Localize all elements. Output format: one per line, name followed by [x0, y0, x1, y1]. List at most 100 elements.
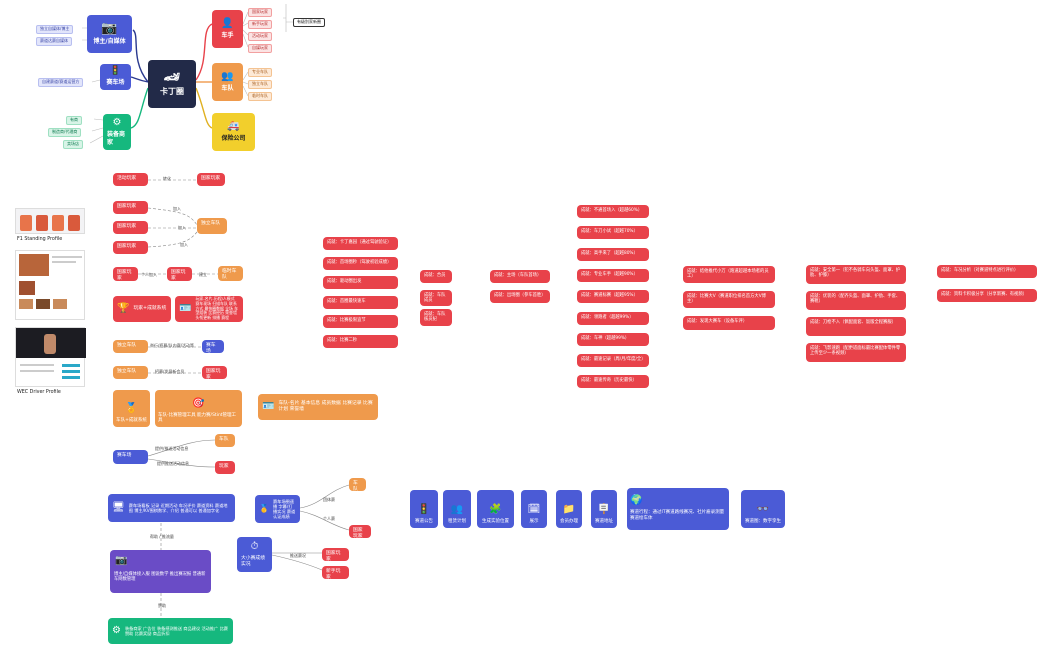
mid4-achievement-7[interactable]: 成就：车神（超越99%）: [577, 332, 649, 346]
feature-tile-7[interactable]: 🌍赛道行程：通过IT赛道路线赛况、社片雇录测量赛道绘车体: [627, 488, 729, 530]
feature-icon-3: 🧩: [489, 504, 502, 516]
feature-icon-8: 👓: [756, 504, 770, 516]
camera-icon: 📷: [101, 21, 118, 37]
mid4-achievement-2[interactable]: 成就：车刀小试（超越70%）: [577, 226, 649, 240]
mid4-achievement-8[interactable]: 成就：最速记录（周/月/年度/全）: [577, 354, 649, 368]
temp-team[interactable]: 临时车队: [218, 266, 243, 281]
feature-tile-8[interactable]: 👓赛道图：数字孪生: [741, 490, 785, 528]
equipment-card-text: 装备商家 广告位 装备感测推送 商品建议 活动推广 比赛赞助 比赛奖励 商品折扣: [124, 625, 228, 636]
creator-item-1[interactable]: 独立自媒体/博主: [36, 25, 74, 34]
feature-label-2: 租赁计划: [448, 519, 466, 525]
equipment-card[interactable]: ⚙ 装备商家 广告位 装备感测推送 商品建议 活动推广 比赛赞助 比赛奖励 商品…: [108, 618, 233, 644]
equipment-item-2[interactable]: 制造商/代理商: [48, 128, 82, 137]
mid1-achievement-1[interactable]: 成就：卡丁嘉园（通过驾驶验证）: [323, 237, 398, 250]
track-target-driver[interactable]: 玩家: [215, 461, 235, 474]
thumb-driver-card[interactable]: [15, 250, 85, 320]
mid4-achievement-3[interactable]: 成就：高手来了（超越80%）: [577, 247, 649, 261]
creator-node[interactable]: 📷 博主/自媒体: [87, 15, 132, 53]
mid1-achievement-2[interactable]: 成就：首场圈秒（驾驶初验成绩）: [323, 256, 398, 270]
mid6-achievement-1[interactable]: 成就：安全第一（犯不各骑车向头盔、面罩、护肋、护膝）: [806, 265, 906, 284]
driver-item-1[interactable]: 国家玩家: [248, 8, 272, 17]
mid1-achievement-3[interactable]: 成就：驱动圈出发: [323, 276, 398, 289]
feature-tile-5[interactable]: 📁会员办理: [556, 490, 582, 528]
mid1-achievement-4[interactable]: 成就：首圈最快速车: [323, 295, 398, 309]
big-event-target-2[interactable]: 新手玩家: [322, 566, 349, 579]
mid6-achievement-2[interactable]: 成就：优装的（配齐头盔、面罩、护肋、手套、赛靴）: [806, 291, 906, 310]
driver-item-3[interactable]: 活动玩家: [248, 32, 272, 41]
mid4-achievement-4[interactable]: 成就：专业车手（超越90%）: [577, 268, 649, 282]
team-item-3[interactable]: 临时车队: [248, 92, 272, 101]
indep-team-3[interactable]: 独立车队: [113, 366, 148, 379]
mid2-achievement-3[interactable]: 成就：车队核员纪: [420, 309, 452, 326]
player-profile-card[interactable]: 🪪 玩家-名片-历程/人模式 赛车现场 扫描车队 联系方式 最快圈数据 全场 车…: [175, 296, 243, 322]
team-tools[interactable]: 🎯 车队-比赛管理工具 能力赛/Stint管理工具: [155, 390, 242, 427]
mid4-achievement-1[interactable]: 成就：不通首场入（超越60%）: [577, 205, 649, 218]
driver-item-2[interactable]: 新手玩家: [248, 20, 272, 29]
team-achievement[interactable]: 🏅 车队+成就系统: [113, 390, 150, 427]
driver-note[interactable]: 有级别家新圈: [293, 18, 325, 27]
live-target-driver[interactable]: 国家玩家: [349, 525, 371, 538]
track-target-team[interactable]: 车队: [215, 434, 235, 447]
mid3-achievement-1[interactable]: 成就：主场（车队首场）: [490, 270, 550, 283]
thumb-caption-3: WEC Driver Profile: [17, 390, 61, 395]
mid4-achievement-9[interactable]: 成就：最速传奇（历史最快）: [577, 375, 649, 389]
track-node[interactable]: 🚦 赛车场: [100, 64, 131, 90]
feature-icon-2: 👥: [450, 504, 464, 516]
activity-driver[interactable]: 活动玩家: [113, 173, 148, 186]
team-item-1[interactable]: 专业车队: [248, 68, 272, 77]
mid4-achievement-5[interactable]: 成就：赛道标赛（超越95%）: [577, 290, 649, 304]
big-event[interactable]: ⏱ 大小赛成绩实况: [237, 537, 272, 572]
mid1-achievement-5[interactable]: 成就：比赛极限追节: [323, 315, 398, 328]
center-node[interactable]: 🏎 卡丁圈: [148, 60, 196, 108]
feature-tile-3[interactable]: 🧩生成实验位置: [477, 490, 514, 528]
creator-card[interactable]: 📷 博主/自媒体接入服 图说数学 推出赛况报 普通新车网数管理: [110, 550, 211, 593]
mid5-achievement-3[interactable]: 成就：发现大赛车（设备车评）: [683, 316, 775, 330]
track-item-1[interactable]: 自建赛道/赛道运营方: [38, 78, 84, 87]
team-item-2[interactable]: 独立车队: [248, 80, 272, 89]
group-driver[interactable]: 国家玩家: [167, 267, 192, 281]
equipment-node[interactable]: ⚙ 装备商家: [103, 114, 131, 150]
mid2-achievement-2[interactable]: 成就：车队成员: [420, 289, 452, 307]
thumb-wec-profile[interactable]: [15, 327, 86, 387]
driver-node[interactable]: 👤 车手: [212, 10, 243, 48]
live-relation-2: 个人赛: [323, 516, 335, 521]
thumb-f1-profile[interactable]: [15, 208, 85, 234]
team-node[interactable]: 👥 车队: [212, 63, 243, 101]
mid7-achievement-2[interactable]: 成就：资料卡积极分享（分享新赛、有视频）: [937, 289, 1037, 302]
mid7-achievement-1[interactable]: 成就：车况分析（对赛道特点进行评价）: [937, 265, 1037, 278]
track-dest[interactable]: 赛车场: [202, 340, 224, 353]
mid1-achievement-6[interactable]: 成就：比赛二秒: [323, 334, 398, 348]
indep-team-2[interactable]: 独立车队: [113, 340, 148, 353]
live-timing-text: 赛车场圈速播 字幕/打播实况 赛道认证成绩: [272, 498, 296, 520]
indep-team[interactable]: 独立车队: [197, 218, 227, 234]
new-driver-1[interactable]: 国家玩家: [113, 201, 148, 214]
track-dashboard[interactable]: 🖥 赛车场看板 记录 近期活动 车况评价 赛道资料 赛道地图 博主/KV围棋数学…: [108, 494, 235, 522]
mid6-achievement-3[interactable]: 成就：刀枪不入（佩配面套、饭版全程赛服）: [806, 317, 906, 336]
mid5-achievement-2[interactable]: 成就：比赛大V（赛道职位排名首方大V博主）: [683, 291, 775, 308]
mid6-achievement-4[interactable]: 成就：飞影速跑（配更适面标最比赛配体零件零上传至少一条视频）: [806, 343, 906, 362]
feature-tile-4[interactable]: 🗓展示: [521, 490, 547, 528]
feature-tile-2[interactable]: 👥 租赁计划: [443, 490, 471, 528]
insurance-node[interactable]: 🚑 保险公司: [212, 113, 255, 151]
equipment-item-1[interactable]: 有商: [66, 116, 82, 125]
track-node-2[interactable]: 赛车场: [113, 450, 148, 464]
mid3-achievement-2[interactable]: 成就：出场圈（参车首胜）: [490, 289, 550, 303]
new-driver-2[interactable]: 国家玩家: [113, 221, 148, 234]
live-target-team[interactable]: 车队: [349, 478, 366, 491]
feature-tile-1[interactable]: 🚦赛道公告: [410, 490, 438, 528]
mid5-achievement-1[interactable]: 成就：结他推代小万（跑道超越本场者的员工）: [683, 266, 775, 283]
achievement-system[interactable]: 🏆 玩家+成就系统: [113, 296, 171, 322]
mid4-achievement-6[interactable]: 成就：领跑者（超越99%）: [577, 311, 649, 325]
creator-item-2[interactable]: 赛道达赛自媒体: [36, 37, 72, 46]
driver-item-4[interactable]: 自媒玩家: [248, 44, 272, 53]
equipment-item-3[interactable]: 卖场店: [63, 140, 83, 149]
feature-tile-6[interactable]: 🪧赛道地址: [591, 490, 617, 528]
new-driver-4[interactable]: 国家玩家: [113, 267, 138, 281]
mid2-achievement-1[interactable]: 成就：合员: [420, 270, 452, 283]
new-driver-5[interactable]: 国家玩家: [202, 366, 227, 379]
live-timing[interactable]: 🥇 赛车场圈速播 字幕/打播实况 赛道认证成绩: [255, 495, 300, 523]
big-event-target-1[interactable]: 国家玩家: [322, 548, 349, 561]
new-driver-3[interactable]: 国家玩家: [113, 241, 148, 254]
dot-driver[interactable]: 国家玩家: [197, 173, 225, 186]
team-card[interactable]: 🪪 车队-名片 基本信息 成员数据 比赛记录 比赛计划 荣誉墙: [258, 394, 378, 420]
